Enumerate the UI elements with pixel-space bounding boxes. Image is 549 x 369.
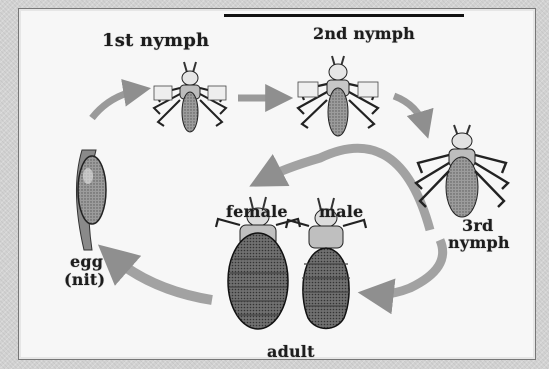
- nymph3-illustration: [416, 125, 508, 217]
- label-nit: (nit): [64, 272, 105, 288]
- arrow-nymph2-to-nymph3: [394, 96, 425, 128]
- label-2nd-nymph: 2nd nymph: [313, 26, 415, 42]
- label-1st-nymph: 1st nymph: [102, 33, 209, 49]
- arrow-adult-to-egg: [110, 255, 212, 300]
- nymph1-illustration: [154, 62, 226, 132]
- label-egg: egg: [70, 254, 103, 270]
- arrow-nymph3-to-adult: [372, 240, 443, 294]
- label-adult: adult: [267, 344, 315, 360]
- label-female: female: [226, 204, 288, 220]
- nymph2-illustration: [298, 56, 378, 136]
- label-male: male: [319, 204, 363, 220]
- label-nymph: nymph: [448, 235, 510, 251]
- arrow-egg-to-nymph1: [92, 90, 140, 118]
- label-3rd: 3rd: [462, 218, 493, 234]
- egg-nit-illustration: [76, 150, 106, 250]
